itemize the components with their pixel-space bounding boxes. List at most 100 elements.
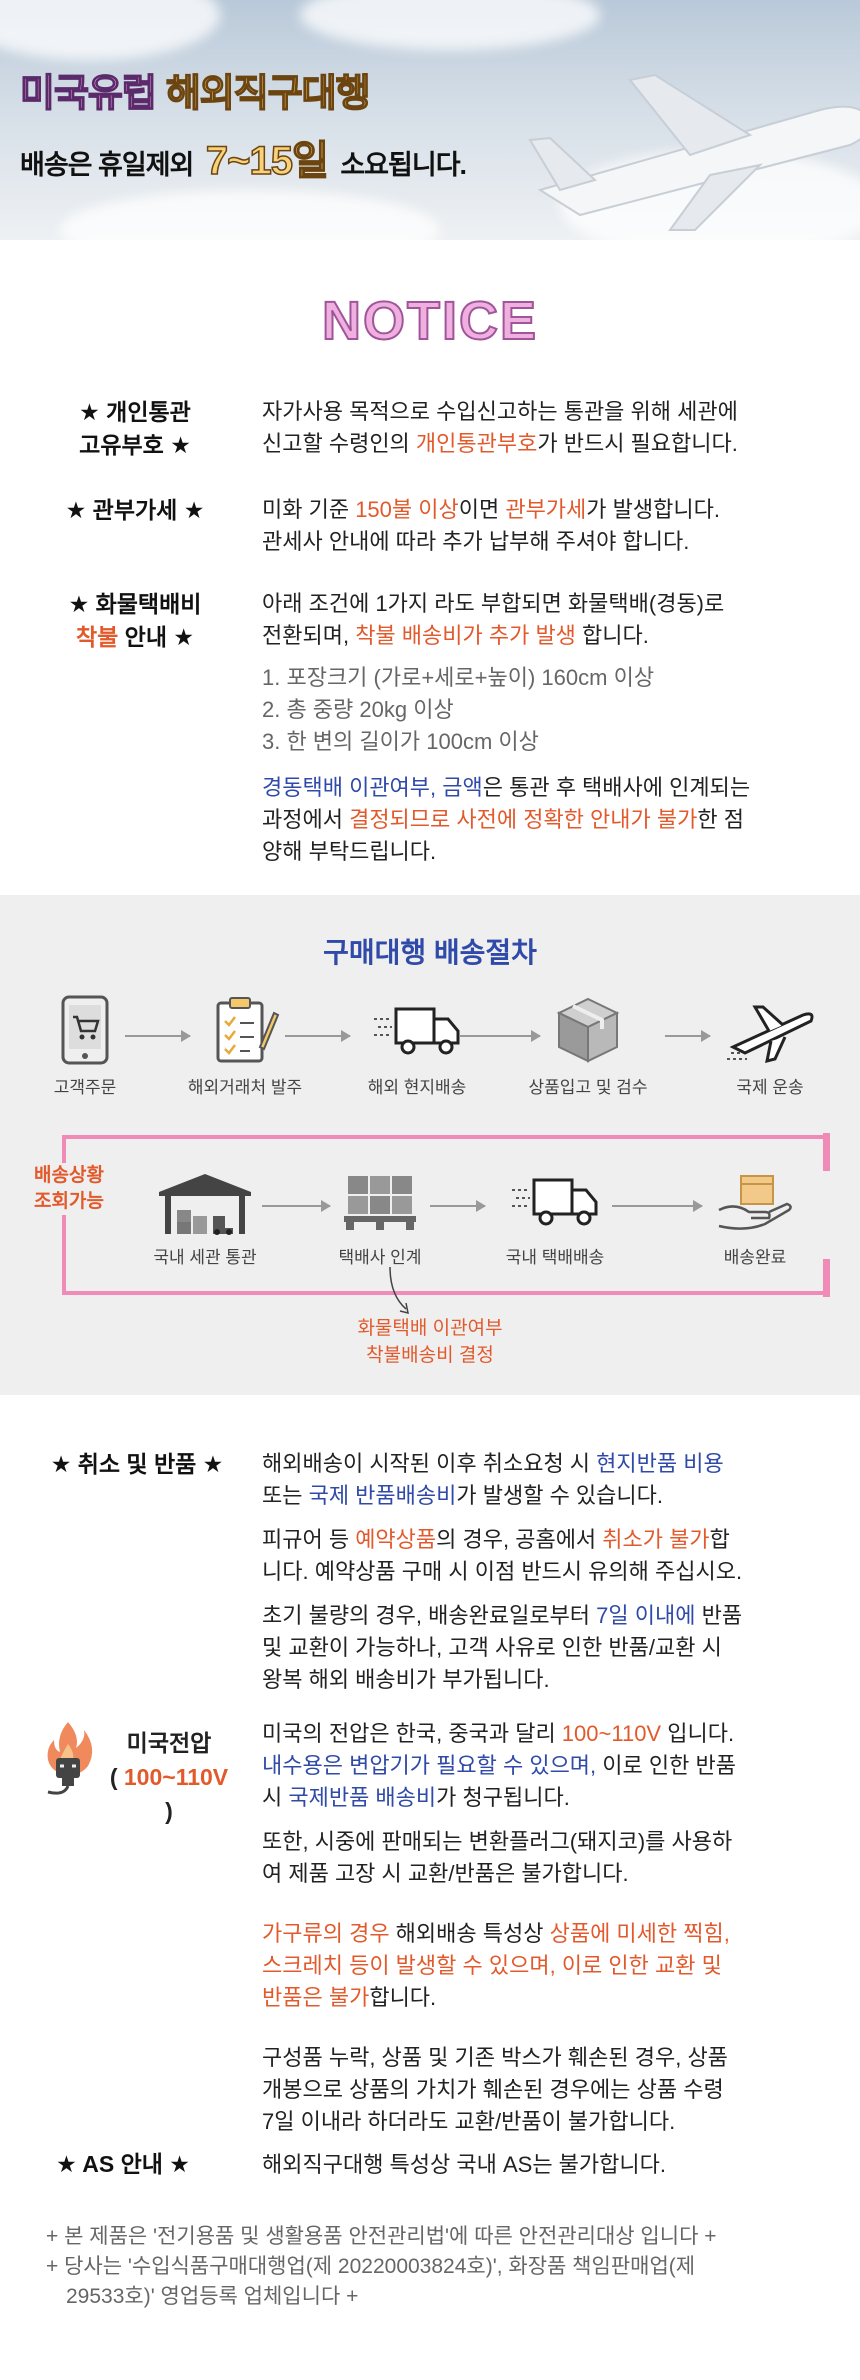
cargo-note-line3: 양해 부탁드립니다.: [262, 839, 437, 864]
volt-line4: 또한, 시중에 판매되는 변환플러그(돼지코)를 사용하: [262, 1829, 733, 1854]
arrow-5: [262, 1200, 331, 1212]
voltage-label-line1: 미국전압: [126, 1730, 212, 1756]
cargo-note: 경동택배 이관여부, 금액은 통관 후 택배사에 인계되는 과정에서 결정되므로…: [262, 772, 822, 868]
hero-title-a: 미국유럽: [19, 72, 157, 116]
tax-text: 미화 기준 150불 이상이면 관부가세가 발생합니다. 관세사 안내에 따라 …: [262, 494, 822, 558]
process-title: 구매대행 배송절차: [323, 937, 537, 968]
volt-line2: 내수용은 변압기가 필요할 수 있으며, 이로 인한 반품: [262, 1753, 736, 1778]
arrow-1: [125, 1030, 191, 1042]
cargo-conditions: 1. 포장크기 (가로+세로+높이) 160cm 이상 2. 총 중량 20kg…: [262, 662, 822, 758]
step-overseas-order-label: 해외거래처 발주: [187, 1078, 303, 1097]
step-local-delivery-label: 해외 현지배송: [367, 1078, 467, 1097]
hero-sub-b: 소요됩니다.: [340, 150, 467, 180]
frame-tab-bottom: [823, 1259, 830, 1297]
process-section: 구매대행 배송절차 고객주문 해외거래처 발주: [0, 895, 860, 1395]
hero-sub-days: 7~15일: [205, 138, 329, 184]
voltage-label: 미국전압 ( 100~110V ): [104, 1726, 234, 1828]
customs-text-line2: 신고할 수령인의 개인통관부호가 반드시 필요합니다.: [262, 431, 738, 456]
voltage-text: 미국의 전압은 한국, 중국과 달리 100~110V 입니다. 내수용은 변압…: [262, 1718, 822, 2138]
cancel-line6: 및 교환이 가능하나, 고객 사유로 인한 반품/교환 시: [262, 1635, 722, 1660]
cancel-line5: 초기 불량의 경우, 배송완료일로부터 7일 이내에 반품: [262, 1603, 743, 1628]
voltage-label-line2: ( 100~110V ): [109, 1764, 229, 1824]
step-handover-label: 택배사 인계: [338, 1248, 422, 1267]
arrow-2: [285, 1030, 351, 1042]
tax-text-line2: 관세사 안내에 따라 추가 납부해 주셔야 합니다.: [262, 529, 690, 554]
truck-icon: [374, 1007, 460, 1055]
hero-subtitle: 배송은 휴일제외 7~15일 소요됩니다.: [20, 128, 467, 186]
step-inspection: 상품입고 및 검수: [508, 995, 668, 1098]
cancel-label: ★ 취소 및 반품 ★: [50, 1451, 224, 1477]
frame-tab-top: [823, 1133, 830, 1171]
cargo-condition-3: 3. 한 변의 길이가 100cm 이상: [262, 729, 539, 754]
customs-label-line2: 고유부호 ★: [79, 432, 191, 458]
footer-line1: + 본 제품은 '전기용품 및 생활용품 안전관리법'에 따른 안전관리대상 입…: [46, 2225, 717, 2248]
hero-title-b: 해외직구대행: [165, 72, 371, 116]
package-line3: 7일 이내라 하더라도 교환/반품이 불가합니다.: [262, 2109, 676, 2134]
furniture-line2: 스크레치 등이 발생할 수 있으며, 이로 인한 교환 및: [262, 1953, 722, 1978]
curved-arrow-icon: [389, 1266, 409, 1315]
package-line1: 구성품 누락, 상품 및 기존 박스가 훼손된 경우, 상품: [262, 2045, 728, 2070]
arrow-6: [430, 1200, 486, 1212]
cargo-text-line2: 전환되며, 착불 배송비가 추가 발생 합니다.: [262, 623, 649, 648]
volt-line5: 여 제품 고장 시 교환/반품은 불가합니다.: [262, 1861, 629, 1886]
cargo-note-line2: 과정에서 결정되므로 사전에 정확한 안내가 불가한 점: [262, 807, 744, 832]
customs-text: 자가사용 목적으로 수입신고하는 통관을 위해 세관에 신고할 수령인의 개인통…: [262, 396, 822, 460]
step-handover: 택배사 인계: [305, 1170, 455, 1268]
step-overseas-order: 해외거래처 발주: [170, 995, 320, 1098]
step-inspection-label: 상품입고 및 검수: [528, 1078, 648, 1097]
step-domestic-delivery-label: 국내 택배배송: [505, 1248, 605, 1267]
plane-icon: [727, 1005, 814, 1064]
as-label: ★ AS 안내 ★: [56, 2151, 190, 2177]
furniture-line3: 반품은 불가합니다.: [262, 1985, 437, 2010]
cargo-decision-note: 화물택배 이관여부 착불배송비 결정: [357, 1318, 503, 1366]
cancel-text: 해외배송이 시작된 이후 취소요청 시 현지반품 비용 또는 국제 반품배송비가…: [262, 1448, 822, 1696]
package-line2: 개봉으로 상품의 가치가 훼손된 경우에는 상품 수령: [262, 2077, 724, 2102]
arrow-4: [665, 1030, 711, 1042]
footer-line3: 29533호)' 영업등록 업체입니다 +: [66, 2285, 359, 2308]
cargo-label: ★ 화물택배비 착불 안내 ★: [50, 588, 220, 654]
tax-label: ★ 관부가세 ★: [65, 497, 205, 523]
arrow-7: [612, 1200, 703, 1212]
tracking-available: 배송상황 조회가능: [14, 1163, 124, 1215]
cancel-line4: 니다. 예약상품 구매 시 이점 반드시 유의해 주십시오.: [262, 1559, 743, 1584]
volt-line1: 미국의 전압은 한국, 중국과 달리 100~110V 입니다.: [262, 1721, 735, 1746]
cargo-text: 아래 조건에 1가지 라도 부합되면 화물택배(경동)로 전환되며, 착불 배송…: [262, 588, 822, 868]
box-icon: [556, 997, 620, 1063]
customs-label: ★ 개인통관 고유부호 ★: [50, 396, 220, 462]
notice-title: NOTICE: [321, 290, 538, 352]
customs-text-line1: 자가사용 목적으로 수입신고하는 통관을 위해 세관에: [262, 399, 738, 424]
cancel-line7: 왕복 해외 배송비가 부가됩니다.: [262, 1667, 550, 1692]
cancel-line3: 피규어 등 예약상품의 경우, 공홈에서 취소가 불가합: [262, 1527, 730, 1552]
hand-box-icon: [718, 1175, 792, 1230]
burning-plug-icon: [47, 1722, 93, 1795]
furniture-line1: 가구류의 경우 해외배송 특성상 상품에 미세한 찍힘,: [262, 1921, 730, 1946]
tracking-frame: [62, 1135, 830, 1295]
step-customs: 국내 세관 통관: [130, 1170, 280, 1268]
warehouse-icon: [159, 1174, 251, 1235]
tax-text-line1: 미화 기준 150불 이상이면 관부가세가 발생합니다.: [262, 497, 720, 522]
cargo-label-line1: ★ 화물택배비: [68, 591, 202, 617]
step-order: 고객주문: [10, 995, 160, 1098]
customs-label-line1: ★ 개인통관: [79, 399, 191, 425]
arrow-3: [460, 1030, 541, 1042]
cargo-condition-2: 2. 총 중량 20kg 이상: [262, 697, 454, 722]
delivery-truck-icon: [512, 1178, 598, 1226]
footer-notes: + 본 제품은 '전기용품 및 생활용품 안전관리법'에 따른 안전관리대상 입…: [46, 2222, 836, 2312]
cancel-line1: 해외배송이 시작된 이후 취소요청 시 현지반품 비용: [262, 1451, 724, 1476]
step-international: 국제 운송: [690, 995, 850, 1098]
cargo-note-line1: 경동택배 이관여부, 금액은 통관 후 택배사에 인계되는: [262, 775, 751, 800]
as-text: 해외직구대행 특성상 국내 AS는 불가합니다.: [262, 2152, 666, 2177]
cargo-label-line2: 착불 안내 ★: [75, 624, 195, 650]
step-complete-label: 배송완료: [723, 1248, 787, 1267]
step-local-delivery: 해외 현지배송: [342, 995, 492, 1098]
pallet-boxes-icon: [344, 1176, 416, 1230]
step-domestic-delivery: 국내 택배배송: [480, 1170, 630, 1268]
volt-line3: 시 국제반품 배송비가 청구됩니다.: [262, 1785, 570, 1810]
airplane-icon: [528, 73, 860, 231]
step-customs-label: 국내 세관 통관: [153, 1248, 257, 1267]
footer-line2: + 당사는 '수입식품구매대행업(제 20220003824호)', 화장품 책…: [46, 2255, 696, 2278]
step-order-label: 고객주문: [53, 1078, 117, 1097]
cancel-line2: 또는 국제 반품배송비가 발생할 수 있습니다.: [262, 1483, 664, 1508]
